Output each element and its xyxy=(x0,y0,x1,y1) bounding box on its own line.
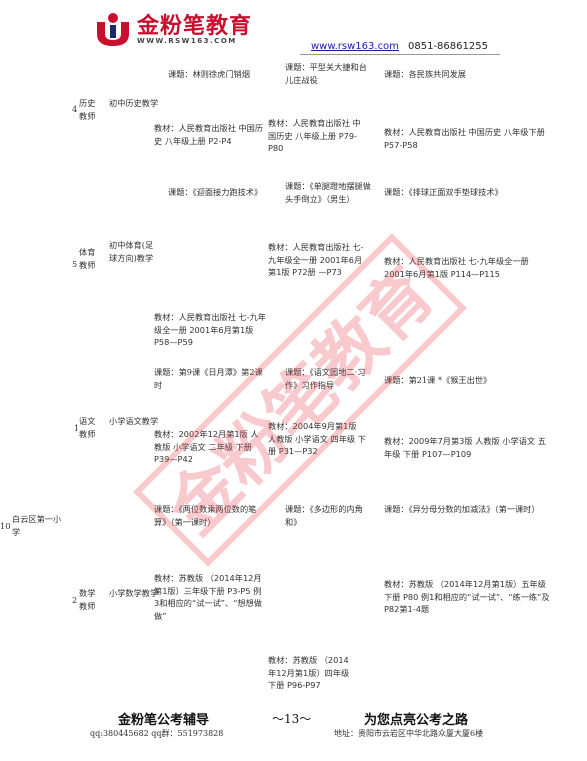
school-name: 白云区第一小学 xyxy=(12,514,62,537)
pe-topic-a: 课题：《迎面接力跑技术》 xyxy=(168,187,263,197)
chinese-topic-a: 课题：第9课《日月潭》第2课时 xyxy=(154,367,263,390)
chinese-subject: 小学语文教学 xyxy=(109,416,159,426)
chinese-book-b: 教材：2004年9月第1版 人教版 小学语文 四年级 下册 P31—P32 xyxy=(268,421,366,456)
math-book-c: 教材：苏教版 （2014年12月第1版）五年级下册 P80 例1和相应的“试一试… xyxy=(384,579,550,614)
history-topic-a: 课题：林则徐虎门销烟 xyxy=(168,69,250,79)
logo-icon xyxy=(97,13,129,46)
footer-address: 地址：贵阳市云岩区中华北路众厦大厦6楼 xyxy=(334,729,484,738)
history-book-a: 教材：人民教育出版社 中国历史 八年级上册 P2-P4 xyxy=(154,123,264,146)
pe-row-number: 5 xyxy=(72,259,78,269)
footer-left: 金粉笔公考辅导 xyxy=(118,713,210,728)
math-book-b: 教材：苏教版 （2014年12月第1版）四年级下册 P96-P97 xyxy=(268,655,350,690)
pe-role: 体育教师 xyxy=(79,247,96,270)
math-topic-c: 课题：《异分母分数的加减法》（第一课时） xyxy=(384,504,540,514)
history-topic-b: 课题：平型关大捷和台儿庄战役 xyxy=(285,62,367,85)
phone-number: 0851-86861255 xyxy=(408,41,488,52)
chinese-role: 语文教师 xyxy=(79,416,96,439)
chinese-book-a: 教材：2002年12月第1版 人教版 小学语文 二年级 下册 P39—P42 xyxy=(154,429,259,464)
math-row-number: 2 xyxy=(72,595,78,605)
pe-book-b: 教材：人民教育出版社 七-九年级全一册 2001年6月第1版 P72册 —P73 xyxy=(268,242,364,277)
history-subject: 初中历史教学 xyxy=(109,98,159,108)
pe-subject: 初中体育(足球方向)教学 xyxy=(109,240,154,263)
history-topic-c: 课题：各民族共同发展 xyxy=(384,69,466,79)
math-role: 数学教师 xyxy=(79,588,96,611)
chinese-topic-b: 课题：《语文园地二·习作》习作指导 xyxy=(285,367,366,390)
brand-url: WWW.RSW163.COM xyxy=(137,37,237,45)
footer-right: 为您点亮公考之路 xyxy=(364,713,469,728)
site-link[interactable]: www.rsw163.com xyxy=(311,41,399,52)
brand-name: 金粉笔教育 xyxy=(137,14,253,39)
history-book-c: 教材：人民教育出版社 中国历史 八年级下册 P57-P58 xyxy=(384,127,545,150)
math-subject: 小学数学教学 xyxy=(109,588,159,598)
school-number: 10 xyxy=(0,521,11,531)
math-topic-a: 课题：《两位数乘两位数的笔算》（第一课时） xyxy=(154,504,257,527)
pe-topic-b: 课题：《单腿蹬地摆腿做头手倒立》（男生） xyxy=(285,181,371,204)
history-role: 历史教师 xyxy=(79,98,96,121)
history-row-number: 4 xyxy=(72,104,78,114)
math-book-a: 教材：苏教版 （2014年12月第1版）三年级下册 P3-P5 例3和相应的“试… xyxy=(154,573,262,621)
chinese-topic-c: 课题：第21课 *《猴王出世》 xyxy=(384,375,492,385)
pe-book-c: 教材：人民教育出版社 七-九年级全一册 2001年6月第1版 P114—P115 xyxy=(384,256,529,279)
header-rule xyxy=(300,54,500,55)
page-number: ～13～ xyxy=(272,712,312,726)
history-book-b: 教材：人民教育出版社 中国历史 八年级上册 P79-P80 xyxy=(268,118,361,153)
footer-qq: qq:380445682 qq群：551973828 xyxy=(90,729,224,738)
pe-book-a: 教材：人民教育出版社 七-九年级全一册 2001年6月第1版 P58—P59 xyxy=(154,312,266,347)
chinese-row-number: 1 xyxy=(74,423,80,433)
chinese-book-c: 教材：2009年7月第3版 人教版 小学语文 五年级 下册 P107—P109 xyxy=(384,436,546,459)
math-topic-b: 课题：《多边形的内角和》 xyxy=(285,504,363,527)
pe-topic-c: 课题：《排球正面双手垫球技术》 xyxy=(384,187,503,197)
